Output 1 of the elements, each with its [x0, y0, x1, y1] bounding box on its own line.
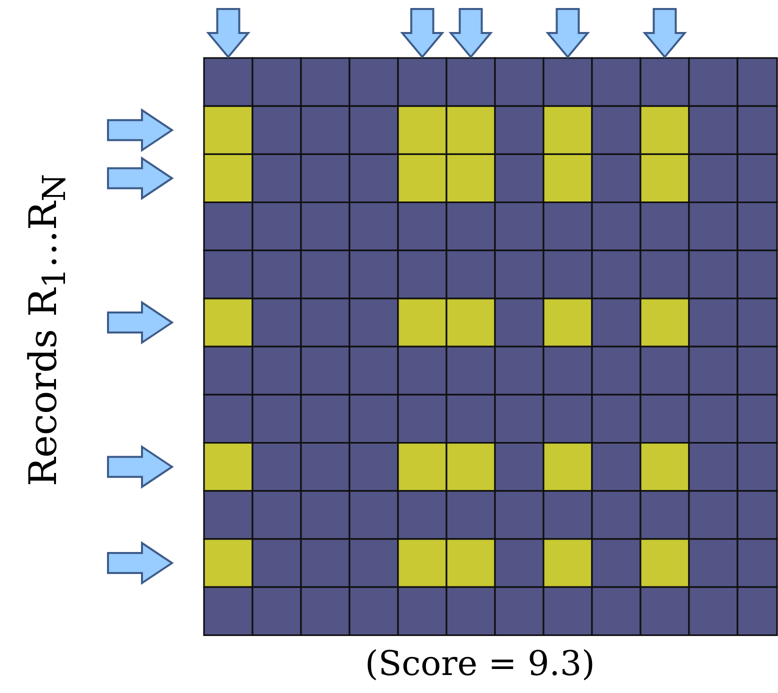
- score-label: (Score = 9.3): [365, 644, 595, 684]
